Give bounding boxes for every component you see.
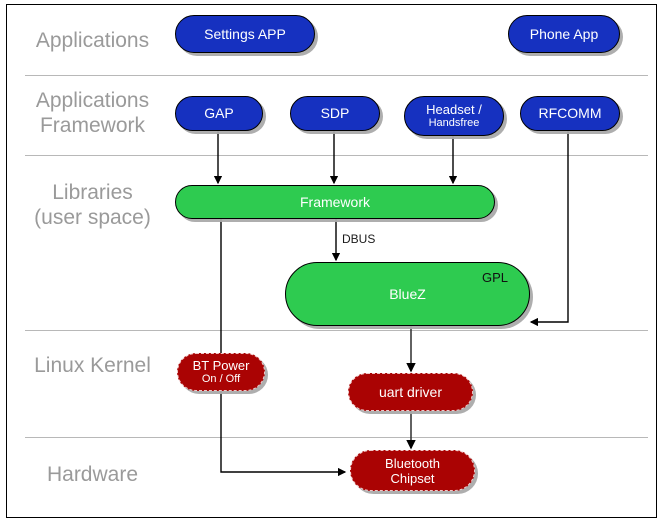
layer-label-applications: Applications (35, 29, 150, 52)
node-framework-label: Framework (299, 193, 370, 210)
node-settings-app[interactable]: Settings APP (175, 15, 315, 53)
node-uart-driver-label: uart driver (378, 383, 443, 400)
layer-label-libraries: Libraries (user space) (34, 181, 151, 229)
node-bluez-label: BlueZ (389, 285, 426, 302)
node-sdp[interactable]: SDP (290, 96, 380, 131)
node-headset-label: Headset / (426, 102, 482, 117)
node-uart-driver[interactable]: uart driver (348, 373, 473, 411)
node-framework[interactable]: Framework (175, 185, 495, 219)
layer-label-linux-kernel: Linux Kernel (34, 354, 151, 377)
layer-label-applications-framework: Applications Framework (35, 89, 150, 137)
node-bluetooth-chipset[interactable]: Bluetooth Chipset (350, 450, 475, 491)
node-rfcomm-label: RFCOMM (538, 105, 602, 121)
node-bt-power-label: BT Power (192, 358, 250, 373)
node-gap-label: GAP (204, 105, 234, 121)
edge-label-dbus: DBUS (342, 232, 376, 246)
node-bluetooth-chipset-label: Bluetooth (385, 455, 440, 471)
divider-linux-kernel (25, 437, 648, 438)
divider-libraries (25, 330, 648, 331)
divider-applications (25, 75, 648, 76)
node-phone-app[interactable]: Phone App (508, 15, 620, 53)
layer-label-hardware: Hardware (46, 463, 139, 486)
node-bluez-gpl-badge: GPL (482, 270, 509, 285)
node-bt-power[interactable]: BT Power On / Off (177, 353, 265, 391)
wire-framework-to-bluetooth-chipset (220, 219, 347, 477)
wire-rfcomm-to-bluez (529, 131, 569, 327)
node-headset-handsfree[interactable]: Headset / Handsfree (404, 96, 504, 136)
node-bluez[interactable]: BlueZ (285, 262, 530, 326)
node-bluetooth-chipset-sublabel: Chipset (390, 470, 435, 486)
node-bt-power-sublabel: On / Off (201, 373, 241, 385)
node-settings-app-label: Settings APP (204, 25, 286, 42)
divider-applications-framework (25, 155, 648, 156)
node-phone-app-label: Phone App (529, 25, 599, 42)
node-rfcomm[interactable]: RFCOMM (520, 96, 620, 131)
node-gap[interactable]: GAP (175, 96, 263, 131)
node-sdp-label: SDP (320, 105, 350, 121)
node-handsfree-sublabel: Handsfree (428, 117, 480, 129)
